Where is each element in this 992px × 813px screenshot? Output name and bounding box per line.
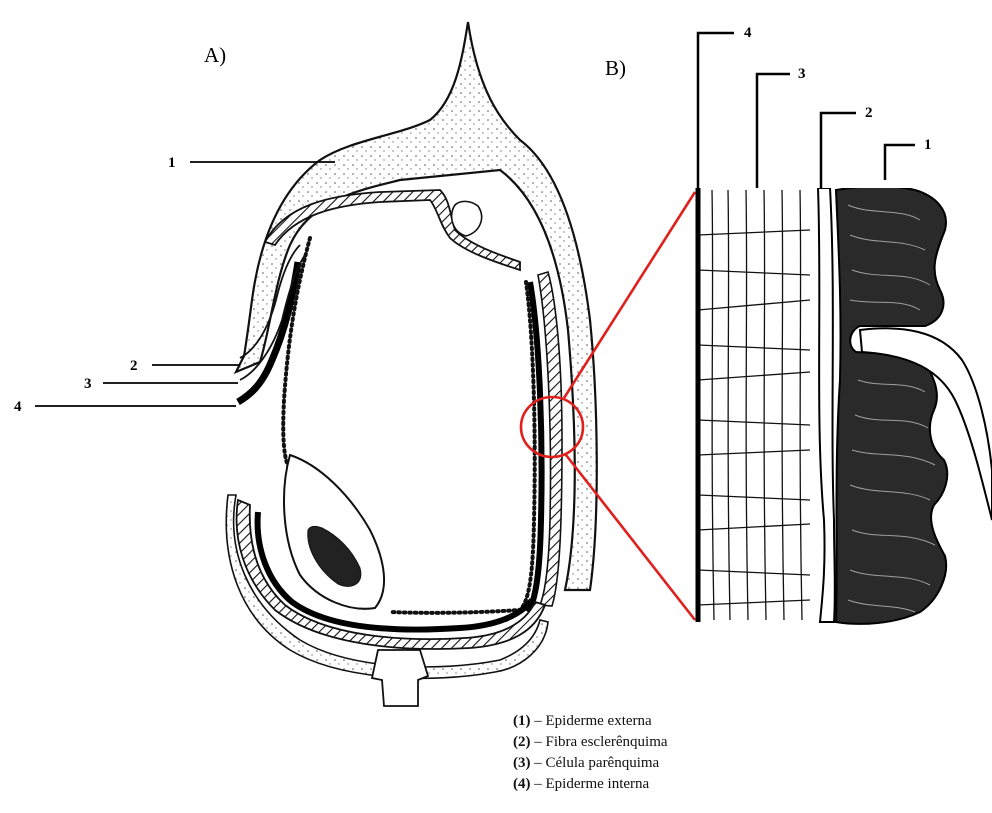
panel-b-title: B) bbox=[605, 56, 626, 80]
label-b-4: 4 bbox=[744, 25, 752, 41]
embryo-outline bbox=[284, 455, 384, 609]
legend-item-3: (3) – Célula parênquima bbox=[513, 753, 668, 774]
panel-b-labels: 4 3 2 1 bbox=[744, 25, 932, 153]
label-b-2: 2 bbox=[865, 105, 873, 121]
panel-a-labels: 1 2 3 4 bbox=[14, 155, 176, 415]
parenchyma-cells bbox=[698, 190, 810, 620]
panel-b-leader-lines bbox=[698, 33, 915, 188]
leader-b-1 bbox=[885, 145, 915, 180]
label-a-3: 3 bbox=[84, 376, 92, 392]
leader-b-3 bbox=[757, 74, 790, 188]
label-a-1: 1 bbox=[168, 155, 176, 171]
panel-a-title: A) bbox=[204, 43, 226, 67]
leader-b-2 bbox=[821, 113, 856, 188]
label-b-1: 1 bbox=[924, 137, 932, 153]
fibre-band bbox=[818, 188, 835, 622]
tissue-detail bbox=[698, 186, 992, 624]
legend: (1) – Epiderme externa (2) – Fibra escle… bbox=[513, 711, 668, 795]
legend-item-2: (2) – Fibra esclerênquima bbox=[513, 732, 668, 753]
fruit-section-drawing bbox=[226, 22, 596, 706]
legend-item-1: (1) – Epiderme externa bbox=[513, 711, 668, 732]
hilum-tuft bbox=[452, 201, 482, 236]
magnifier-callout bbox=[521, 192, 695, 620]
label-b-3: 3 bbox=[798, 66, 806, 82]
outer-epidermis-mass bbox=[836, 186, 947, 624]
legend-item-4: (4) – Epiderme interna bbox=[513, 774, 668, 795]
label-a-2: 2 bbox=[130, 358, 138, 374]
label-a-4: 4 bbox=[14, 399, 22, 415]
leader-b-4 bbox=[698, 33, 734, 188]
funicle-stalk bbox=[372, 650, 428, 706]
